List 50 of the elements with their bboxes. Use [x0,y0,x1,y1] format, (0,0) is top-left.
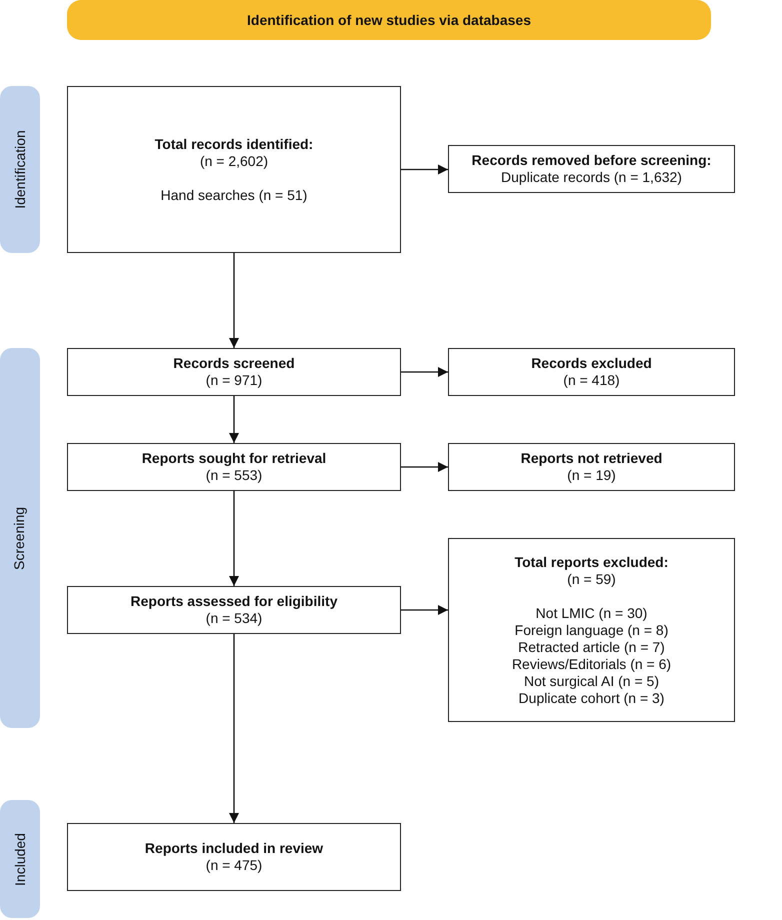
box-heading: Total reports excluded: [514,554,668,570]
box-text: Duplicate records (n = 1,632) [501,169,682,186]
arrow [229,634,239,823]
box-text: Retracted article (n = 7) [518,638,665,656]
box-heading: Total records identified: [154,136,314,152]
box-heading: Records screened [173,355,295,372]
arrow [229,491,239,586]
phase-text: Identification [12,130,28,209]
box-heading: Reports assessed for eligibility [130,593,338,610]
box-heading: Reports not retrieved [520,450,662,467]
box-text: (n = 2,602) [200,152,268,170]
box-text: (n = 19) [567,467,616,484]
arrow [229,396,239,443]
box-text: (n = 475) [206,857,262,874]
process-box [448,348,735,396]
phase-label [0,86,40,253]
box-text: (n = 418) [563,372,620,389]
process-box [67,823,401,891]
process-box [67,586,401,634]
phase-label [0,348,40,728]
process-box [448,538,735,722]
box-text: (n = 59) [567,570,616,588]
phase-text: Included [12,832,28,886]
box-text: Not surgical AI (n = 5) [524,672,659,690]
process-box [67,86,401,253]
arrow [401,605,448,615]
box-heading: Reports sought for retrieval [142,450,326,467]
box-heading: Records removed before screening: [472,152,712,169]
process-box [67,348,401,396]
box-text: (n = 534) [206,610,262,627]
box-text: Reviews/Editorials (n = 6) [512,656,672,672]
title-text: Identification of new studies via databases [247,12,531,28]
box-text: Duplicate cohort (n = 3) [518,690,664,706]
box-text: Not LMIC (n = 30) [536,604,648,622]
process-box [448,145,735,193]
arrow [229,253,239,348]
box-text: Foreign language (n = 8) [514,622,668,638]
arrow [401,367,448,377]
process-box [448,443,735,491]
box-heading: Reports included in review [144,840,324,857]
title-banner [67,0,711,40]
box-heading: Records excluded [531,355,652,372]
arrow [401,462,448,472]
box-text: (n = 553) [206,467,262,484]
process-box [67,443,401,491]
arrow [401,164,448,174]
phase-label [0,800,40,918]
box-text: (n = 971) [206,372,262,389]
box-text: Hand searches (n = 51) [160,186,308,204]
phase-text: Screening [12,506,28,570]
